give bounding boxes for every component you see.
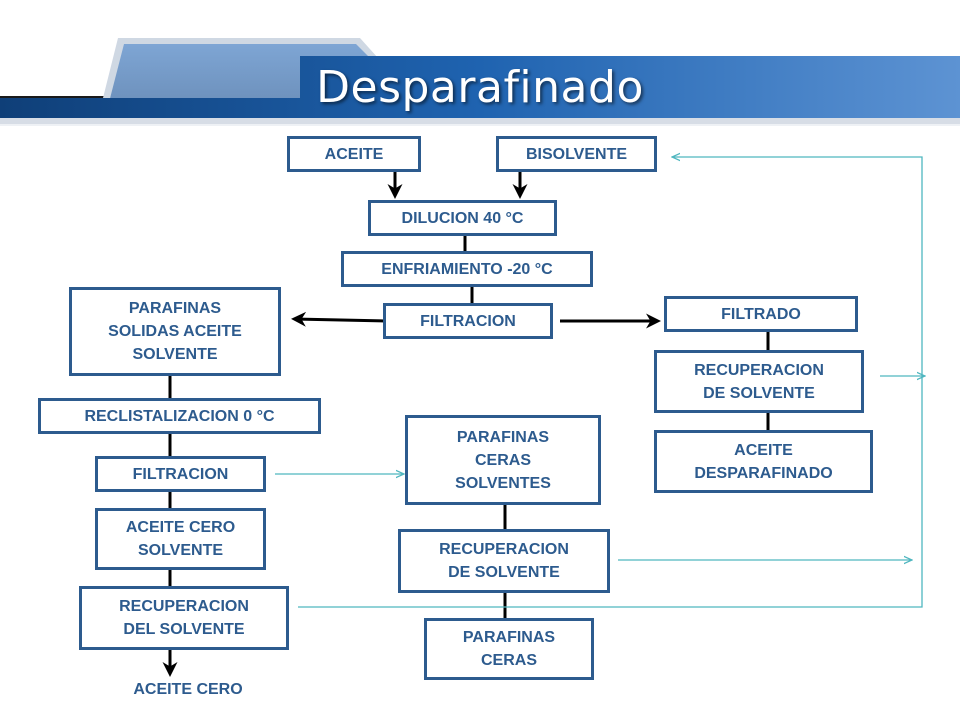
box-bisolvente: BISOLVENTE (496, 136, 657, 172)
box-parafinas-ceras: PARAFINAS CERAS (424, 618, 594, 680)
box-recuperacion-solvente-right: RECUPERACION DE SOLVENTE (654, 350, 864, 413)
box-parafinas-solidas: PARAFINAS SOLIDAS ACEITE SOLVENTE (69, 287, 281, 376)
box-recuperacion-del-solvente: RECUPERACION DEL SOLVENTE (79, 586, 289, 650)
box-aceite-desparafinado: ACEITE DESPARAFINADO (654, 430, 873, 493)
label-aceite-cero: ACEITE CERO (133, 681, 243, 698)
box-recuperacion-solvente-mid: RECUPERACION DE SOLVENTE (398, 529, 610, 593)
box-dilucion: DILUCION 40 °C (368, 200, 557, 236)
box-aceite: ACEITE (287, 136, 421, 172)
box-parafinas-ceras-solventes: PARAFINAS CERAS SOLVENTES (405, 415, 601, 505)
box-aceite-cero-solvente: ACEITE CERO SOLVENTE (95, 508, 266, 570)
box-reclistalizacion: RECLISTALIZACION 0 °C (38, 398, 321, 434)
box-filtrado: FILTRADO (664, 296, 858, 332)
box-filtracion-left: FILTRACION (95, 456, 266, 492)
box-filtracion-main: FILTRACION (383, 303, 553, 339)
slide-title: Desparafinado (316, 62, 644, 113)
box-enfriamiento: ENFRIAMIENTO -20 °C (341, 251, 593, 287)
